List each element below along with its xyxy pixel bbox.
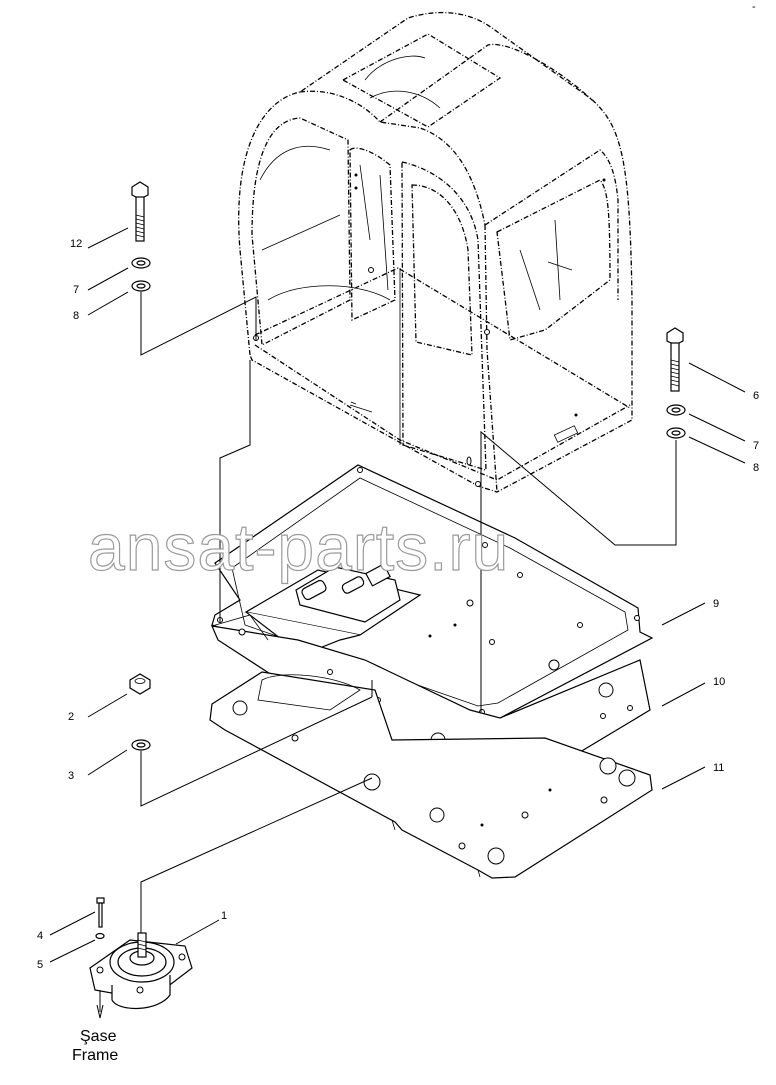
watermark: ansat-parts.ru [88,510,509,584]
washer-8-right [666,427,686,439]
washer-5 [95,932,105,940]
callout-9: 9 [713,598,719,610]
floor-base-plate-11 [209,671,653,879]
bolt-6-right [666,327,684,392]
callout-12: 12 [70,238,82,250]
callout-11: 11 [713,762,724,774]
assembly-lines [49,227,746,1019]
washer-7-left [131,257,151,269]
callout-4: 4 [37,930,43,942]
callout-3: 3 [68,770,74,782]
callout-8-right: 8 [753,462,759,474]
washer-7-right [666,404,686,416]
corner-mark: - [752,1,756,13]
chassis-caption-tr: Şase [80,1028,117,1045]
washer-8-left [131,280,151,292]
callout-1: 1 [221,910,227,922]
callout-6: 6 [753,390,759,402]
washer-3 [131,739,151,751]
nut-2 [129,673,151,695]
callout-5: 5 [37,959,43,971]
bolt-12-left [131,181,149,242]
chassis-caption-en: Frame [72,1047,118,1064]
bolt-4 [96,897,105,928]
cab-mount-1 [89,932,193,1010]
callout-10: 10 [713,676,725,688]
callout-labels: 12 7 8 6 7 8 9 10 11 2 3 4 5 1 [37,238,759,971]
callout-7-right: 7 [753,440,759,452]
callout-2: 2 [68,711,74,723]
callout-7-left: 7 [73,284,79,296]
cab-assembly [238,11,633,493]
callout-8-left: 8 [73,310,79,322]
